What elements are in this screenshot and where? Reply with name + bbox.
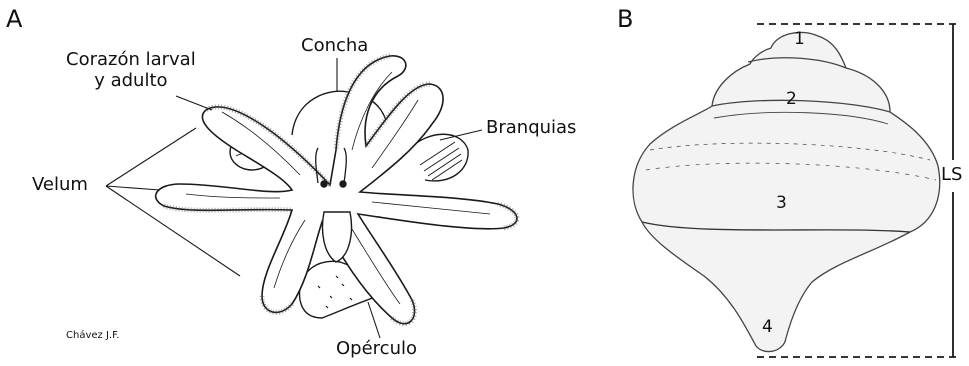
larva-eye-left <box>321 181 327 187</box>
label-operculum: Opérculo <box>336 339 417 360</box>
shell-drawing <box>633 32 940 351</box>
label-velum: Velum <box>32 175 88 196</box>
label-gills: Branquias <box>486 118 576 139</box>
label-larval-heart: Corazón larval y adulto <box>66 50 196 91</box>
whorl-number-4: 4 <box>762 318 773 338</box>
label-larval-heart-line2: y adulto <box>66 71 196 92</box>
larva-drawing <box>156 56 517 324</box>
panel-b-label: B <box>617 6 633 34</box>
panel-a-label: A <box>6 6 22 34</box>
label-larval-heart-line1: Corazón larval <box>66 50 196 71</box>
whorl-number-3: 3 <box>776 194 787 214</box>
shell-outline <box>633 32 940 351</box>
larva-eye-right <box>340 181 346 187</box>
whorl-number-1: 1 <box>794 30 805 50</box>
label-shell-length: LS <box>941 165 962 186</box>
label-shell: Concha <box>301 36 368 57</box>
whorl-number-2: 2 <box>786 90 797 110</box>
illustrator-credit: Chávez J.F. <box>66 330 119 342</box>
